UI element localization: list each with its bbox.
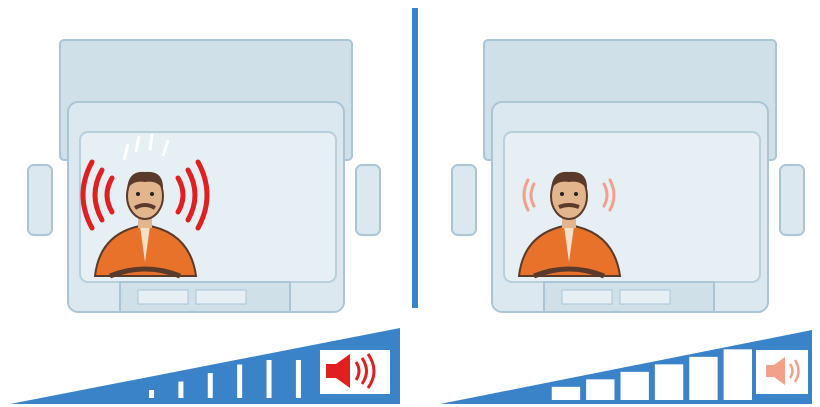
panel-divider [412,8,418,308]
volume-segment [267,360,272,398]
mirror-left-icon [452,165,476,235]
volume-segment [655,364,683,400]
volume-segment [296,360,301,398]
volume-segment [208,373,213,398]
panel-quiet [452,40,804,312]
volume-segment [237,365,242,398]
volume-segment [586,379,614,400]
volume-segment [552,387,580,400]
volume-segment [149,390,154,398]
panel-loud [28,40,380,312]
mirror-right-icon [356,165,380,235]
volume-segment [724,349,752,400]
mirror-left-icon [28,165,52,235]
volume-meter-loud [10,328,400,404]
volume-segment [689,357,717,400]
volume-segment [178,382,183,398]
volume-meter-quiet [440,330,812,404]
volume-segment [621,372,649,400]
mirror-right-icon [780,165,804,235]
